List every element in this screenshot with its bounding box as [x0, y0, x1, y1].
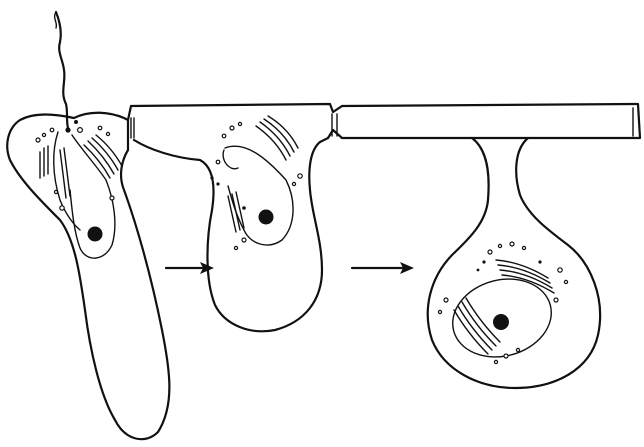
cell-stage-2 [134, 116, 322, 331]
nucleus-1 [88, 227, 103, 242]
nucleus-3 [493, 314, 509, 330]
cell-outline-2 [134, 140, 322, 331]
cell-stage-3 [428, 138, 600, 388]
arrow-stage-2-to-3 [352, 262, 414, 274]
nucleus-2 [259, 210, 274, 225]
cell-outline-1 [7, 113, 169, 439]
cell-stage-1 [7, 12, 169, 439]
flagellum [56, 12, 68, 128]
connecting-tube [128, 104, 640, 142]
